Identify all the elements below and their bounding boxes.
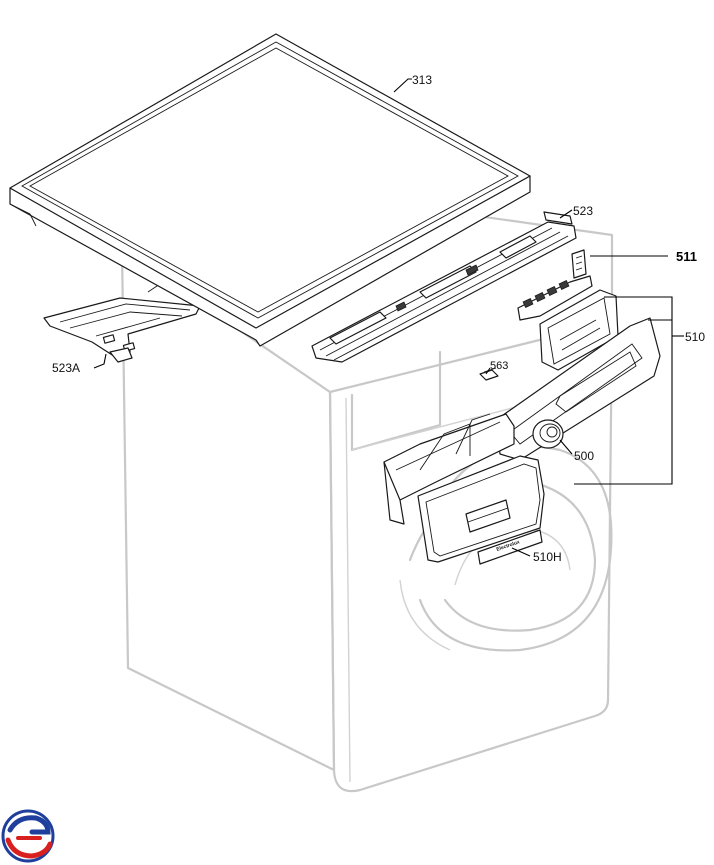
control-panel-511 <box>517 249 593 321</box>
watermark-logo <box>1 809 55 863</box>
part-labels: 313 523 511 510 523A 563 500 510H <box>52 73 705 564</box>
leader-lines <box>93 78 684 557</box>
pin-563 <box>479 367 499 381</box>
detergent-drawer: Electrolux <box>383 413 545 565</box>
knob-500 <box>532 419 564 449</box>
label-523: 523 <box>573 204 593 218</box>
label-523A: 523A <box>52 361 80 375</box>
label-510: 510 <box>685 330 705 344</box>
top-lid-313 <box>9 33 531 347</box>
label-510H: 510H <box>533 550 562 564</box>
rail-523 <box>311 211 577 363</box>
label-313: 313 <box>412 73 432 87</box>
bracket-523A <box>43 283 201 363</box>
label-500: 500 <box>574 449 594 463</box>
label-511: 511 <box>676 249 697 264</box>
label-563: 563 <box>490 360 508 372</box>
